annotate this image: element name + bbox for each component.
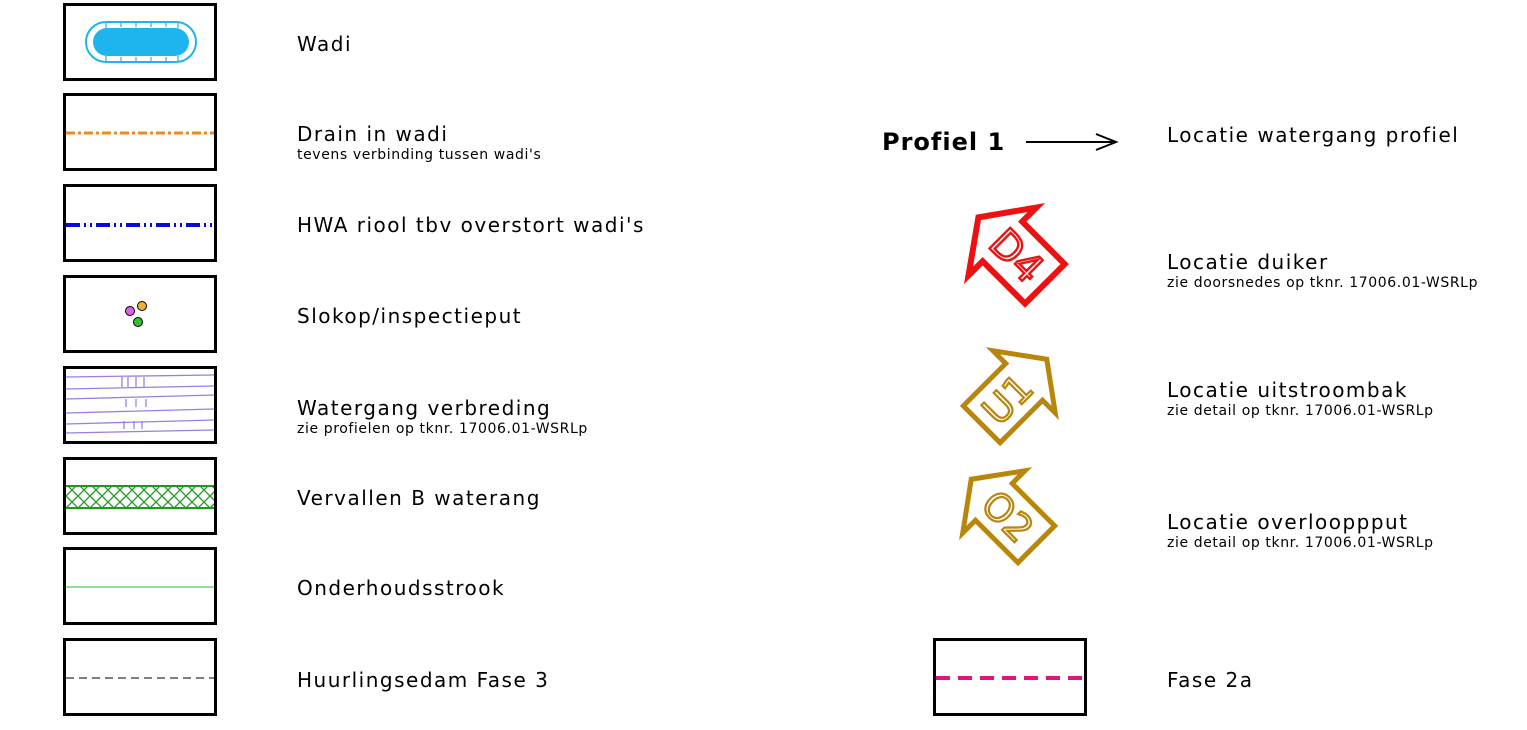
legend-label-onderhoud: Onderhoudsstrook (297, 576, 505, 600)
legend-title: Huurlingsedam Fase 3 (297, 668, 550, 692)
legend-title: Fase 2a (1167, 668, 1254, 692)
overloop-marker-icon: O2 (959, 467, 1059, 567)
duiker-code: D4 (980, 220, 1052, 292)
legend-title: Onderhoudsstrook (297, 576, 506, 600)
legend-title: Locatie watergang profiel (1167, 123, 1460, 147)
legend-title: Vervallen B waterang (297, 486, 541, 510)
legend-title: Locatie overlooppput (1167, 510, 1409, 534)
legend-label-duiker: Locatie duiker zie doorsnedes op tknr. 1… (1167, 250, 1478, 292)
legend-subtitle: zie detail op tknr. 17006.01-WSRLp (1167, 535, 1434, 551)
legend-label-wadi: Wadi (297, 32, 352, 56)
legend-label-vervallen: Vervallen B waterang (297, 486, 541, 510)
watergang-verbreding-symbol (63, 366, 217, 444)
onderhoudsstrook-symbol (63, 547, 217, 625)
legend-title: Locatie duiker (1167, 250, 1329, 274)
legend-label-watergang-profiel: Locatie watergang profiel (1167, 123, 1459, 147)
legend-label-drain: Drain in wadi tevens verbinding tussen w… (297, 122, 541, 164)
legend-label-hwa: HWA riool tbv overstort wadi's (297, 213, 645, 237)
slokop-symbol (63, 275, 217, 353)
legend-subtitle: zie profielen op tknr. 17006.01-WSRLp (297, 421, 588, 437)
duiker-marker-icon: D4 (963, 202, 1069, 308)
vervallen-symbol (63, 457, 217, 535)
overloop-code: O2 (973, 482, 1042, 551)
legend-label-slokop: Slokop/inspectieput (297, 304, 522, 328)
legend-title: Slokop/inspectieput (297, 304, 523, 328)
legend-subtitle: zie doorsnedes op tknr. 17006.01-WSRLp (1167, 275, 1479, 291)
huurlingsedam-symbol (63, 638, 217, 716)
legend-label-overlooppput: Locatie overlooppput zie detail op tknr.… (1167, 510, 1434, 552)
legend-title: HWA riool tbv overstort wadi's (297, 213, 645, 237)
legend-label-watergang: Watergang verbreding zie profielen op tk… (297, 396, 588, 438)
legend-label-fase-2a: Fase 2a (1167, 668, 1254, 692)
legend-title: Drain in wadi (297, 122, 449, 146)
uitstroom-marker-icon: U1 (959, 347, 1059, 447)
fase-2a-symbol (933, 638, 1087, 716)
drain-symbol (63, 93, 217, 171)
legend-label-uitstroombak: Locatie uitstroombak zie detail op tknr.… (1167, 378, 1434, 420)
profiel-marker-label: Profiel 1 (882, 128, 1006, 156)
legend-subtitle: zie detail op tknr. 17006.01-WSRLp (1167, 403, 1434, 419)
legend-title: Watergang verbreding (297, 396, 552, 420)
legend-label-huurlingsedam: Huurlingsedam Fase 3 (297, 668, 549, 692)
profiel-arrow-icon (1026, 133, 1119, 151)
legend-title: Locatie uitstroombak (1167, 378, 1408, 402)
legend-subtitle: tevens verbinding tussen wadi's (297, 147, 542, 163)
wadi-symbol (63, 3, 217, 81)
hwa-riool-symbol (63, 184, 217, 262)
legend-title: Wadi (297, 32, 353, 56)
